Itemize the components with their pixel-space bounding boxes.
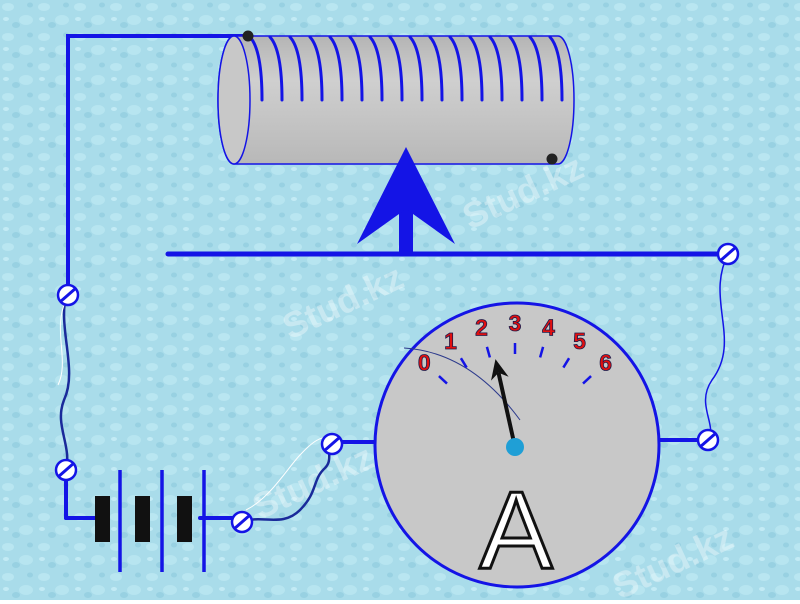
scale-label: 0 [418,349,431,375]
scale-tick [438,375,448,385]
needle-head [491,359,509,381]
scale-label: 2 [475,315,488,341]
terminal-screw [54,458,78,482]
scale-tick [485,346,492,358]
terminal-screw [56,283,80,307]
scale-tick [459,357,468,369]
scale-label: 1 [444,328,457,354]
thin-wire-right [704,253,729,441]
ammeter-scale-arc [403,347,521,421]
solenoid-left-end [217,35,251,165]
terminals [54,242,740,534]
scale-label: 6 [599,349,612,375]
coil-terminal-bottom [546,153,558,165]
solenoid [217,30,575,165]
support-arrow-head [357,147,455,244]
support-arrow [357,147,455,256]
terminal-screw [716,242,740,266]
coil-terminal-top [242,30,254,42]
thin-wire-bottom-white [245,436,331,511]
coil-turns [248,35,564,102]
scale-label: 5 [573,328,586,354]
battery-cell [95,496,110,542]
terminal-screw [696,428,720,452]
support-arrow-shaft [399,200,413,256]
ammeter-needle [491,359,517,448]
battery-cell [177,496,192,542]
thin-wire-left-white [57,299,67,386]
scale-tick [538,346,545,358]
wire-top-left [66,34,250,297]
scale-label: 3 [509,310,522,336]
battery-cell [135,496,150,542]
scale-tick [582,375,592,385]
thin-wire-bottom [241,443,334,524]
battery [95,470,206,572]
scale-label: 4 [542,315,555,341]
scale-tick [562,357,571,369]
ammeter-scale-ticks [438,343,592,385]
needle-shaft [496,372,517,448]
thin-wires [57,253,729,524]
terminal-screw [320,432,344,456]
ammeter-pivot [506,438,524,456]
ammeter-symbol: A [479,469,553,592]
thin-wire-left [59,294,71,471]
terminal-screw [230,510,254,534]
